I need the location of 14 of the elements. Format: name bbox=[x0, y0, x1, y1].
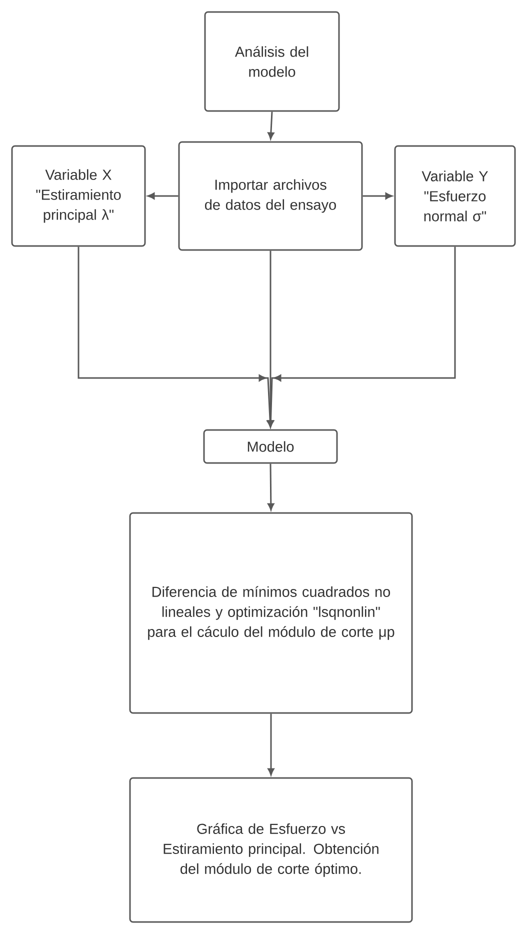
process-box: Modelo bbox=[203, 429, 338, 464]
arrow bbox=[268, 464, 274, 510]
arrow bbox=[268, 714, 274, 776]
arrow bbox=[268, 112, 274, 140]
process-box: Variable X "Estiramiento principal λ" bbox=[11, 145, 146, 247]
process-box: Análisis del modelo bbox=[204, 11, 340, 112]
arrow bbox=[362, 192, 392, 200]
arrow bbox=[148, 192, 178, 200]
process-box: Diferencia de mínimos cuadrados no lineales y optimización "lsqnonlin" para el cáculo del módulo de corte μp bbox=[129, 512, 413, 714]
process-box: Variable Y "Esfuerzo normal σ" bbox=[394, 145, 516, 247]
process-box: Importar archivos de datos del ensayo bbox=[178, 141, 363, 251]
process-box: Gráfica de Esfuerzo vs Estiramiento principal. Obtención del módulo de corte óptimo. bbox=[129, 777, 413, 923]
arrow bbox=[78, 246, 274, 428]
arrow bbox=[267, 246, 456, 428]
